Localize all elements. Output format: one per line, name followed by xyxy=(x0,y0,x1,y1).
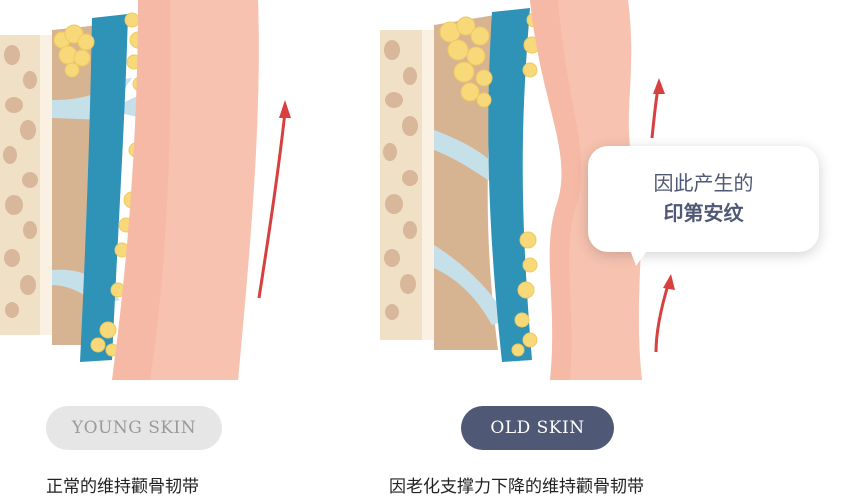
old-skin-label: OLD SKIN xyxy=(461,406,614,450)
young-skin-label: YOUNG SKIN xyxy=(46,406,222,450)
young-skin-illustration xyxy=(0,0,300,385)
tension-arrow-young xyxy=(257,100,291,299)
callout-text: 因此产生的 印第安纹 xyxy=(588,168,819,228)
muscle-layer xyxy=(80,14,128,362)
fat-layer xyxy=(439,12,542,357)
callout-line-2: 印第安纹 xyxy=(663,201,744,225)
old-skin-caption: 因老化支撑力下降的维持颧骨韧带 xyxy=(389,477,644,497)
callout-line-1: 因此产生的 xyxy=(653,171,754,195)
bone-spots xyxy=(383,40,418,320)
tension-arrow-old-lower xyxy=(654,274,675,353)
callout-bubble xyxy=(588,146,819,252)
muscle-layer xyxy=(488,8,532,362)
young-skin-caption: 正常的维持颧骨韧带 xyxy=(46,477,199,497)
bone-spots xyxy=(3,45,38,318)
tension-arrow-old-upper xyxy=(650,78,665,139)
old-skin-illustration xyxy=(380,0,680,385)
ligament-lower xyxy=(434,245,510,325)
callout-bubble-tail xyxy=(628,244,652,266)
